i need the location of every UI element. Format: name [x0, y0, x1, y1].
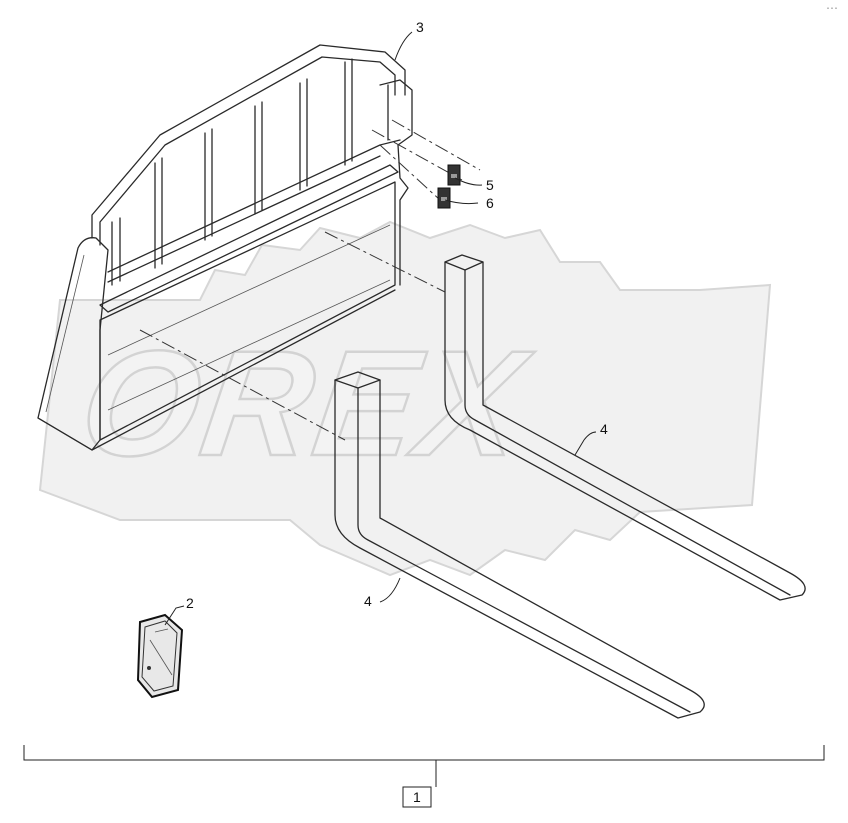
watermark-text: OREX [72, 320, 541, 487]
fork-tine-front [334, 371, 705, 719]
callout-1-box [402, 786, 432, 808]
callout-2: 2 [186, 595, 194, 611]
part-2-decal [136, 613, 184, 699]
callouts: 3 5 6 4 4 2 1 [186, 19, 608, 808]
leader-lines [164, 31, 597, 626]
part-6 [437, 187, 451, 209]
callout-6: 6 [486, 195, 494, 211]
watermark: OREX [38, 220, 772, 577]
part-5 [447, 164, 461, 186]
callout-4-rear: 4 [600, 421, 608, 437]
callout-5: 5 [486, 177, 494, 193]
corner-mark: ⋯ [826, 1, 838, 15]
fork-tine-rear [444, 254, 806, 601]
assembly-lines [139, 119, 481, 441]
callout-3: 3 [416, 19, 424, 35]
fork-frame [37, 44, 413, 451]
callout-4-front: 4 [364, 593, 372, 609]
assembly-bracket [23, 745, 825, 787]
watermark-gear-outline [38, 220, 772, 577]
callout-1: 1 [413, 789, 421, 805]
